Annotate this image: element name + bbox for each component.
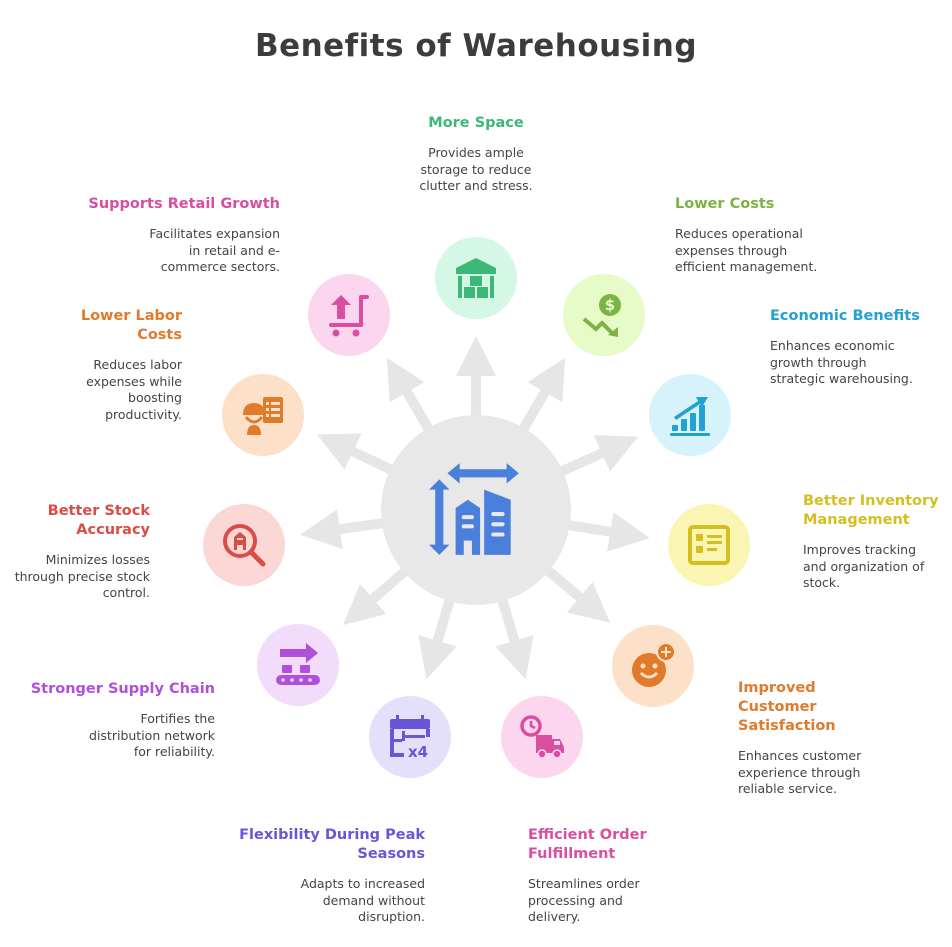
node-economic-benefits xyxy=(649,374,731,456)
svg-text:x4: x4 xyxy=(408,743,428,761)
building-dimensions-icon xyxy=(429,463,519,555)
benefit-description: Minimizes losses through precise stock c… xyxy=(14,552,150,600)
benefit-title: Better Inventory Management xyxy=(803,493,939,528)
benefit-more-space: More Space Provides ample storage to red… xyxy=(376,114,576,195)
magnifier-warehouse-icon xyxy=(223,524,266,567)
node-retail-growth xyxy=(308,274,390,356)
benefit-title: Economic Benefits xyxy=(770,308,920,324)
benefit-supply-chain: Stronger Supply Chain Fortifies the dist… xyxy=(15,680,215,761)
worker-clipboard-icon xyxy=(243,397,283,435)
benefit-title: Flexibility During Peak Seasons xyxy=(239,827,425,862)
benefit-order-fulfillment: Efficient Order Fulfillment Streamlines … xyxy=(528,826,678,926)
node-lower-costs: $ xyxy=(563,274,645,356)
central-hub xyxy=(381,415,571,605)
node-stock-accuracy xyxy=(203,504,285,586)
benefit-description: Improves tracking and organization of st… xyxy=(803,542,925,590)
benefit-peak-seasons: Flexibility During Peak Seasons Adapts t… xyxy=(235,826,425,926)
benefit-lower-costs: Lower Costs Reduces operational expenses… xyxy=(675,195,825,276)
benefit-customer-satisfaction: Improved Customer Satisfaction Enhances … xyxy=(738,679,898,798)
growth-chart-icon xyxy=(670,397,710,436)
benefit-stock-accuracy: Better Stock Accuracy Minimizes losses t… xyxy=(0,502,150,602)
benefit-description: Enhances customer experience through rel… xyxy=(738,748,862,796)
benefit-description: Adapts to increased demand without disru… xyxy=(300,876,425,924)
benefit-title: Improved Customer Satisfaction xyxy=(738,680,836,734)
warehouse-icon xyxy=(456,258,496,298)
cart-arrow-up-icon xyxy=(329,295,369,337)
benefit-title: Stronger Supply Chain xyxy=(30,681,215,697)
benefit-labor-costs: Lower Labor Costs Reduces labor expenses… xyxy=(32,307,182,423)
smiley-plus-icon xyxy=(632,642,676,687)
benefit-economic-benefits: Economic Benefits Enhances economic grow… xyxy=(770,307,920,388)
benefit-description: Facilitates expansion in retail and e-co… xyxy=(149,226,280,274)
conveyor-belt-icon xyxy=(276,643,320,685)
benefit-description: Streamlines order processing and deliver… xyxy=(528,876,640,924)
benefit-description: Provides ample storage to reduce clutter… xyxy=(419,145,533,193)
node-peak-seasons: x4 xyxy=(369,696,451,778)
calendar-x4-icon: x4 xyxy=(390,715,430,761)
benefit-title: Supports Retail Growth xyxy=(88,196,280,212)
benefit-title: Lower Costs xyxy=(675,196,775,212)
benefit-title: Lower Labor Costs xyxy=(80,308,182,343)
benefit-description: Reduces labor expenses while boosting pr… xyxy=(86,357,182,422)
delivery-truck-clock-icon xyxy=(520,715,564,759)
dollar-down-trend-icon: $ xyxy=(582,294,621,337)
benefit-description: Reduces operational expenses through eff… xyxy=(675,226,818,274)
benefit-better-inventory: Better Inventory Management Improves tra… xyxy=(803,492,943,592)
node-order-fulfillment xyxy=(501,696,583,778)
benefit-description: Fortifies the distribution network for r… xyxy=(89,711,215,759)
benefit-title: More Space xyxy=(428,115,524,131)
node-labor-costs xyxy=(222,374,304,456)
benefit-title: Better Stock Accuracy xyxy=(47,503,150,538)
benefit-retail-growth: Supports Retail Growth Facilitates expan… xyxy=(80,195,280,276)
node-supply-chain xyxy=(257,624,339,706)
svg-text:$: $ xyxy=(605,296,615,314)
diagram-title: Benefits of Warehousing xyxy=(254,28,698,64)
benefit-title: Efficient Order Fulfillment xyxy=(528,827,647,862)
checklist-icon xyxy=(688,525,730,565)
benefit-description: Enhances economic growth through strateg… xyxy=(770,338,913,386)
node-customer-satisfaction xyxy=(612,625,694,707)
node-more-space xyxy=(435,237,517,319)
node-better-inventory xyxy=(668,504,750,586)
